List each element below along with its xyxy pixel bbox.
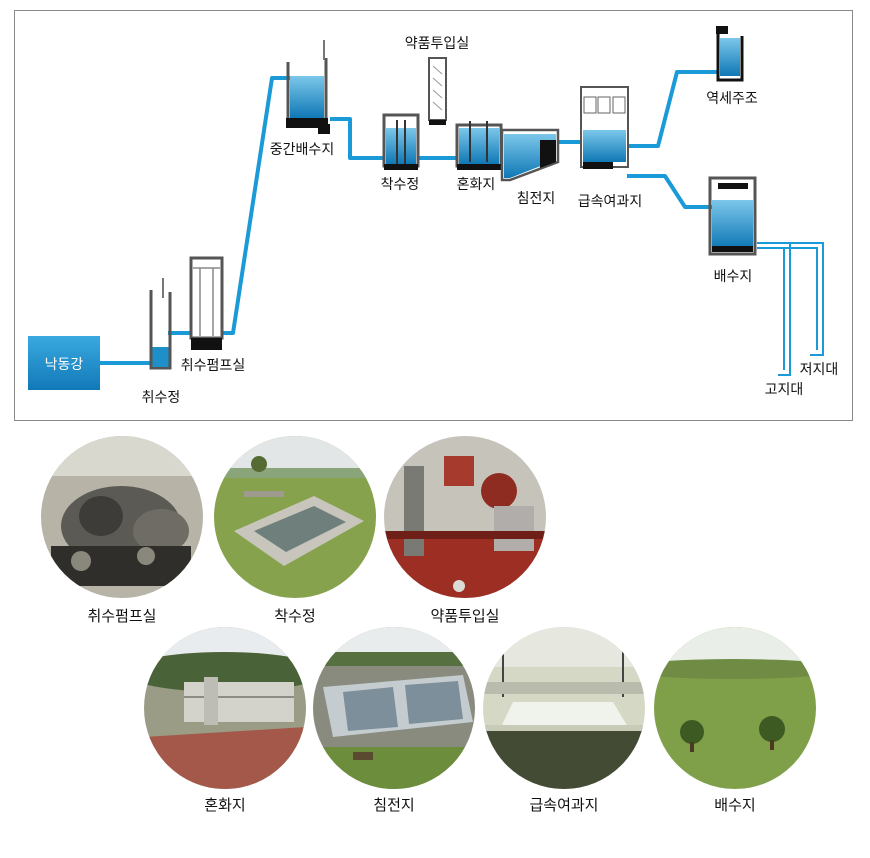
photo-caption: 착수정 [274,607,316,625]
reservoir-field-photo [654,627,816,789]
settling-basin-photo [313,627,475,789]
chemical-room-column [428,57,447,125]
backwash-tank [716,26,744,82]
pump-room-photo [41,436,203,598]
filter-building [580,86,629,169]
settling-basin-tank [500,128,560,182]
distribution-label: 배수지 [714,269,753,285]
receiving-well-tank [382,113,420,170]
high-tank-label: 고지대 [765,382,804,398]
settling-label: 침전지 [517,191,556,207]
intake-well-tank [149,278,172,370]
distribution-reservoir-tank [708,176,757,256]
mid-reservoir-label: 중간배수지 [270,142,334,158]
photo-caption: 배수지 [714,796,756,814]
filter-building-photo [483,627,645,789]
photo-caption: 취수펌프실 [87,607,157,625]
river-label: 낙동강 [45,357,84,373]
receiving-well-label: 착수정 [381,177,420,193]
river-box [28,336,100,390]
photo-caption: 약품투입실 [430,607,500,625]
process-diagram: 낙동강 취수정 취수펌프실 중간배수지 착수정 [14,10,853,421]
pump-room-building [189,256,224,350]
receiving-well-photo [214,436,376,598]
mid-reservoir-tank [286,40,330,134]
low-tank-label: 저지대 [800,362,839,378]
photo-caption: 혼화지 [204,796,246,814]
photo-caption: 급속여과지 [529,796,599,814]
mixing-basin-photo [144,627,306,789]
backwash-label: 역세주조 [706,91,758,107]
photo-caption: 침전지 [373,796,415,814]
intake-well-label: 취수정 [142,390,181,406]
mixing-basin-tank [455,121,503,170]
distribution-pipes [757,242,824,376]
chemical-room-photo [384,436,546,598]
mixing-label: 혼화지 [457,177,496,193]
pump-room-label: 취수펌프실 [181,358,245,374]
filter-label: 급속여과지 [578,194,642,210]
chemical-room-label: 약품투입실 [405,36,469,52]
